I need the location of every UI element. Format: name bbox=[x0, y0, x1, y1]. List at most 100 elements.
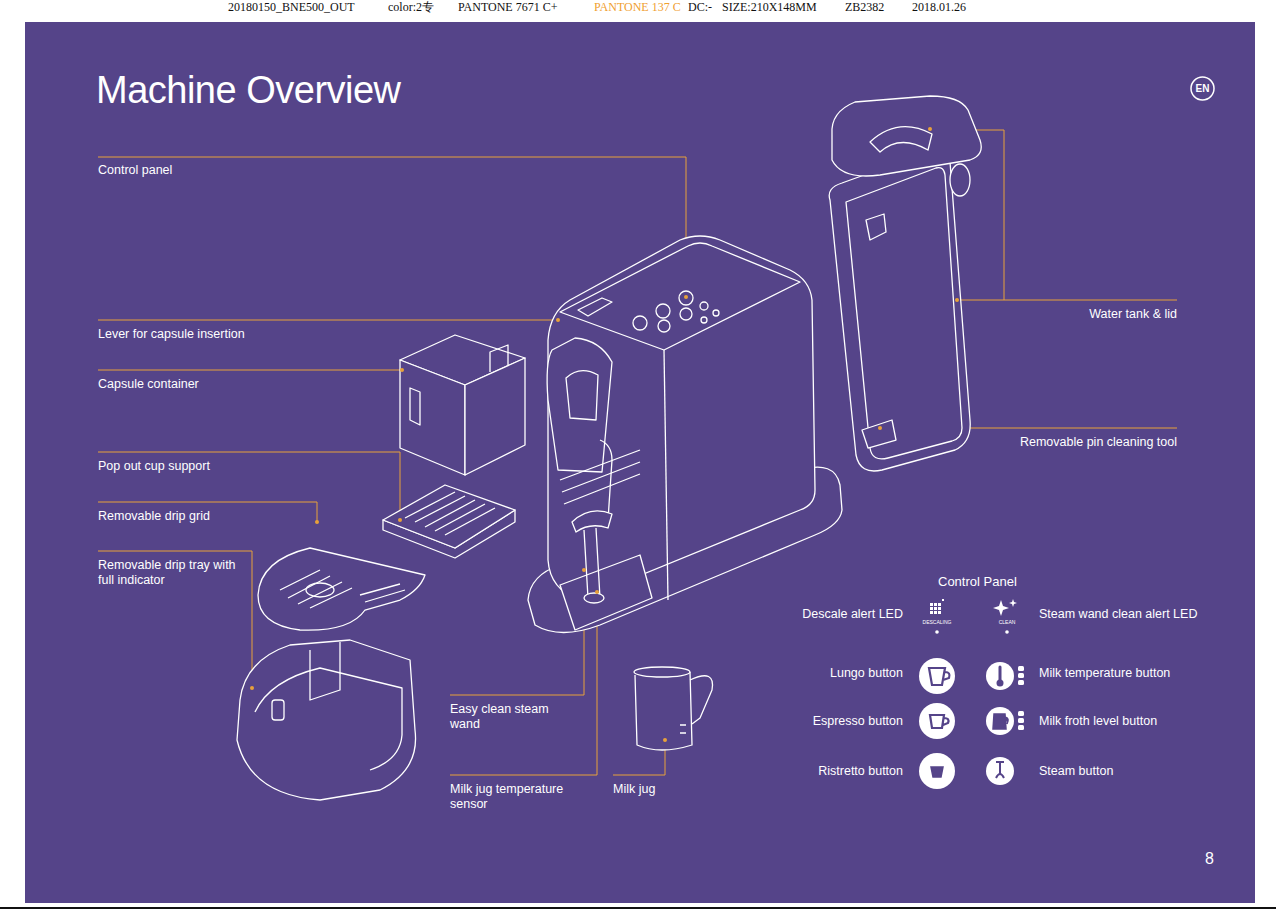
drip-area bbox=[560, 555, 652, 630]
control-label: Milk froth level button bbox=[1039, 714, 1157, 729]
tray-body bbox=[237, 640, 416, 800]
steam-icon bbox=[996, 762, 1004, 778]
badge-text: EN bbox=[1196, 83, 1210, 94]
tank-handle bbox=[950, 164, 970, 196]
jug-rim bbox=[634, 667, 690, 677]
leader-line bbox=[98, 370, 402, 371]
icon-pixel bbox=[934, 607, 937, 610]
led-dot bbox=[935, 630, 939, 634]
level-bar bbox=[1018, 711, 1024, 716]
brew-head bbox=[547, 338, 612, 472]
print-info: ZB2382 bbox=[845, 0, 884, 14]
language-badge: EN bbox=[1190, 76, 1215, 101]
support-top bbox=[383, 485, 515, 548]
icon-pixel bbox=[934, 611, 937, 614]
icon-pixel bbox=[930, 607, 933, 610]
panel-button bbox=[680, 308, 692, 320]
machine-body bbox=[548, 236, 815, 600]
leader-line bbox=[98, 551, 252, 688]
lid-opening bbox=[870, 127, 932, 152]
led-dot bbox=[1005, 630, 1009, 634]
leader-dot bbox=[928, 127, 932, 131]
full-indicator bbox=[272, 700, 284, 720]
leader-dot bbox=[684, 295, 688, 299]
icon-pixel bbox=[938, 607, 941, 610]
icon-pixel bbox=[938, 611, 941, 614]
jug-icon bbox=[993, 714, 1008, 729]
icon-pixel bbox=[930, 603, 933, 606]
level-bar bbox=[1018, 718, 1024, 723]
level-bars bbox=[1018, 666, 1024, 730]
part-label: Pop out cup support bbox=[98, 459, 210, 474]
leader-dot bbox=[595, 590, 599, 594]
brew-outlet bbox=[566, 371, 598, 420]
part-label: Capsule container bbox=[98, 377, 199, 392]
icon-pixel bbox=[942, 599, 944, 601]
body-edge bbox=[664, 350, 668, 600]
control-label: Espresso button bbox=[813, 714, 903, 729]
tray-inner bbox=[255, 668, 402, 770]
ristretto-button bbox=[919, 753, 955, 789]
print-info: SIZE:210X148MM bbox=[722, 0, 817, 14]
sparkle bbox=[1009, 599, 1017, 607]
icon-pixel bbox=[938, 603, 941, 606]
part-label: Removable drip grid bbox=[98, 509, 210, 524]
thermometer-bulb bbox=[997, 680, 1004, 687]
leader-dot bbox=[582, 568, 586, 572]
cup-support bbox=[383, 485, 515, 558]
icon-caption: CLEAN bbox=[999, 619, 1016, 625]
panel-button bbox=[700, 302, 708, 310]
level-bar bbox=[1018, 725, 1024, 730]
tank-valve bbox=[866, 214, 886, 240]
control-label: Ristretto button bbox=[818, 764, 903, 779]
print-info: color:2专 bbox=[388, 0, 434, 14]
badge-circle bbox=[1191, 77, 1214, 100]
capsule-container bbox=[400, 335, 525, 475]
pin-tool bbox=[862, 420, 896, 448]
leader-line bbox=[957, 300, 1177, 301]
jug-marks bbox=[680, 725, 686, 733]
page-number: 8 bbox=[1205, 850, 1214, 868]
grid-slots bbox=[280, 570, 352, 608]
clean-icon bbox=[993, 599, 1017, 634]
tank-body bbox=[829, 151, 970, 471]
section-heading: Control Panel bbox=[938, 574, 1017, 589]
print-info: PANTONE 137 C bbox=[594, 0, 681, 14]
panel-button bbox=[701, 317, 707, 323]
icon-caption: DESCALING bbox=[923, 619, 952, 625]
machine bbox=[528, 236, 842, 633]
espresso-button bbox=[919, 703, 955, 739]
part-label: Control panel bbox=[98, 163, 172, 178]
level-bar bbox=[1018, 680, 1024, 685]
level-bar bbox=[1018, 666, 1024, 671]
leader-dot bbox=[250, 686, 254, 690]
part-label: Removable pin cleaning tool bbox=[1020, 435, 1177, 450]
print-info: PANTONE 7671 C+ bbox=[458, 0, 557, 14]
container-window bbox=[410, 388, 420, 425]
icon-pixel bbox=[930, 611, 933, 614]
page-title: Machine Overview bbox=[96, 68, 401, 112]
jug-body bbox=[635, 672, 692, 750]
descale-icon bbox=[930, 599, 944, 634]
control-label: Lungo button bbox=[830, 666, 903, 681]
print-info: 20180150_BNE500_OUT bbox=[228, 0, 355, 14]
part-label: Milk jug bbox=[613, 782, 655, 797]
control-label: Steam button bbox=[1039, 764, 1113, 779]
support-slots bbox=[405, 492, 495, 535]
panel-button bbox=[633, 316, 647, 330]
grid-slots bbox=[360, 584, 405, 602]
tray-rib bbox=[310, 642, 340, 700]
water-tank bbox=[829, 96, 981, 471]
container-notch bbox=[490, 345, 508, 372]
control-label: Milk temperature button bbox=[1039, 666, 1170, 681]
steam-wand bbox=[584, 528, 600, 598]
leader-dot bbox=[663, 738, 667, 742]
milk-froth-button bbox=[986, 707, 1014, 735]
lungo-button bbox=[919, 658, 955, 694]
panel-button bbox=[679, 291, 693, 305]
tank-lid bbox=[832, 96, 981, 176]
drip-tray bbox=[237, 640, 416, 800]
leader-dot bbox=[398, 518, 402, 522]
panel-button bbox=[713, 310, 719, 316]
